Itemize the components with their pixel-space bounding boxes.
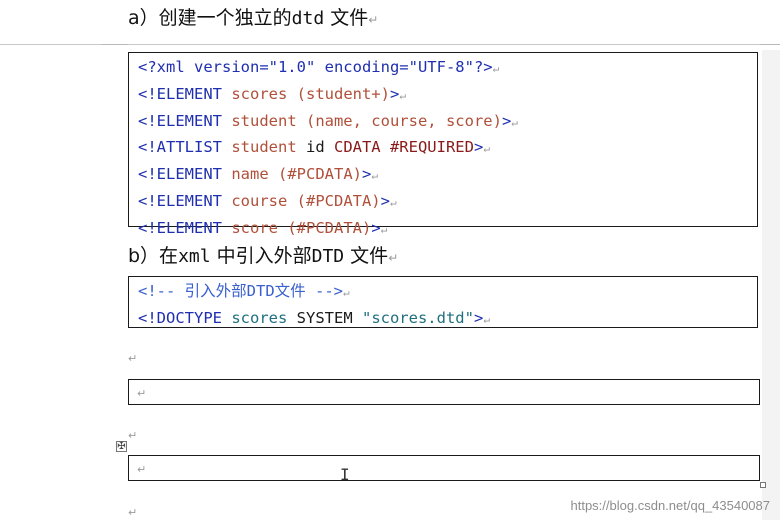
code-token: CDATA #REQUIRED [333,138,474,157]
code-token: > [501,111,512,130]
code-token: <!ELEMENT [138,191,232,210]
code-token: scores [231,308,297,327]
code-token: > [380,191,390,210]
code-token: > [473,138,484,157]
watermark-url: https://blog.csdn.net/qq_43540087 [570,498,771,513]
code-line: <!ELEMENT course (#PCDATA)>↵ [129,189,757,216]
code-token: > [362,165,372,184]
code-token: (name, course, score) [305,111,502,130]
code-token: > [371,218,381,237]
heading-include-dtd: b）在xml 中引入外部DTD 文件↵ [128,241,398,268]
heading-b-mid: 中引入外部 [210,245,312,267]
code-line: <!ELEMENT student (name, course, score)>… [129,109,757,136]
text-cursor-icon: I [340,465,350,484]
code-token: student [231,138,306,157]
paragraph-mark: ↵ [511,115,518,129]
empty-code-box-1[interactable]: ↵ [128,379,760,405]
paragraph-mark: ↵ [128,352,138,365]
page-top-edge [0,44,780,45]
code-line: <!ELEMENT score (#PCDATA)>↵ [129,216,757,243]
paragraph-mark: ↵ [380,222,388,236]
paragraph-mark: ↵ [492,62,500,75]
heading-b-code-dtd: DTD [311,246,345,267]
dtd-code-box[interactable]: <?xml version="1.0" encoding="UTF-8"?>↵<… [128,52,758,237]
heading-a-code: dtd [291,8,325,29]
vertical-scrollbar[interactable] [762,50,780,520]
code-token: <!ELEMENT [138,111,232,130]
code-token: student [231,111,306,130]
margin-marker-right-lower [760,44,780,51]
xml-code-lines: <!-- 引入外部DTD文件 -->↵<!DOCTYPE scores SYST… [129,279,757,333]
heading-b-suffix: 文件 [344,245,389,267]
code-token: > [473,308,484,327]
code-token: SYSTEM [296,308,362,327]
margin-marker-left-lower [102,44,128,51]
code-token: <?xml version="1.0" encoding="UTF-8"?> [138,58,493,76]
empty-code-box-2[interactable]: ↵ [128,455,760,481]
paragraph-mark: ↵ [342,286,350,299]
code-line: <!ELEMENT name (#PCDATA)>↵ [129,162,757,189]
paragraph-mark: ↵ [388,251,399,265]
paragraph-mark: ↵ [371,169,378,183]
paragraph-mark: ↵ [128,429,138,442]
code-token: scores [231,84,297,103]
code-token: <!ELEMENT [138,165,232,184]
code-token: > [389,84,400,103]
code-line: <?xml version="1.0" encoding="UTF-8"?>↵ [129,55,757,82]
code-token: id [305,138,334,157]
code-token: <!ELEMENT [138,218,232,237]
heading-a-suffix: 文件 [324,7,369,29]
code-token: "scores.dtd" [361,308,474,327]
table-move-handle-icon[interactable]: ✠ [116,441,127,452]
dtd-code-lines: <?xml version="1.0" encoding="UTF-8"?>↵<… [129,55,757,243]
code-line: <!-- 引入外部DTD文件 -->↵ [129,279,757,306]
xml-code-box[interactable]: <!-- 引入外部DTD文件 -->↵<!DOCTYPE scores SYST… [128,276,758,328]
code-token: (#PCDATA) [287,218,372,237]
paragraph-mark: ↵ [483,312,490,326]
paragraph-mark: ↵ [137,387,147,400]
heading-b-code-xml: xml [178,246,211,267]
code-token: name [231,165,278,184]
heading-a-text: a）创建一个独立的 [128,7,292,29]
code-token: <!-- 引入外部DTD文件 --> [138,282,343,300]
code-token: <!DOCTYPE [138,308,232,327]
table-resize-handle[interactable] [760,482,766,488]
code-token: (#PCDATA) [278,165,362,184]
code-token: <!ATTLIST [138,138,232,157]
code-token: (student+) [296,84,390,103]
heading-b-text: b）在 [128,245,179,267]
code-line: <!DOCTYPE scores SYSTEM "scores.dtd">↵ [129,306,757,333]
code-token: score [231,218,288,237]
paragraph-mark: ↵ [137,463,147,476]
paragraph-mark: ↵ [128,506,138,519]
paragraph-mark: ↵ [390,195,397,209]
code-token: course [231,191,297,210]
paragraph-mark: ↵ [368,13,379,27]
paragraph-mark: ↵ [483,142,490,156]
heading-create-dtd: a）创建一个独立的dtd 文件↵ [128,3,378,30]
paragraph-mark: ↵ [399,88,406,102]
code-line: <!ATTLIST student id CDATA #REQUIRED>↵ [129,135,757,162]
code-line: <!ELEMENT scores (student+)>↵ [129,82,757,109]
code-token: (#PCDATA) [296,191,381,210]
code-token: <!ELEMENT [138,84,232,103]
